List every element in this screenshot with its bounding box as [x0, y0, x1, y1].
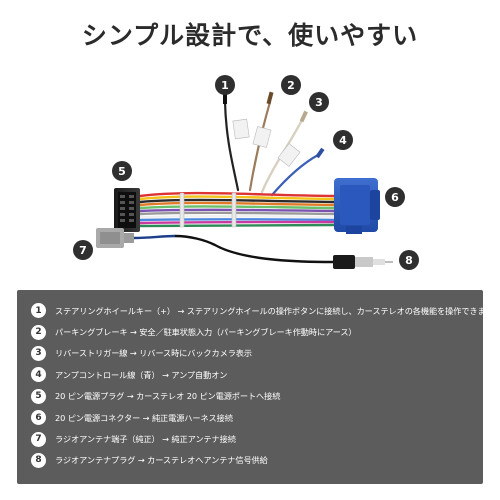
- 20-pin-power-plug: [114, 188, 140, 232]
- marker-1: 1: [215, 75, 235, 95]
- antenna-terminal-grey: [96, 228, 176, 248]
- legend-text: パーキングブレーキ → 安全／駐車状態入力（パーキングブレーキ作動時にアース）: [55, 327, 357, 338]
- wiring-harness-illustration: [96, 91, 393, 269]
- marker-8: 8: [399, 250, 419, 270]
- marker-3: 3: [309, 92, 329, 112]
- zip-ties: [179, 192, 237, 228]
- marker-7: 7: [73, 240, 93, 260]
- signal-wires: [173, 100, 335, 264]
- legend-number: 2: [31, 324, 46, 340]
- legend-item: 4 アンプコントロール線（青） → アンプ自動オン: [31, 364, 483, 385]
- legend-item: 5 20 ピン電源プラグ → カーステレオ 20 ピン電源ポートへ接続: [31, 386, 483, 407]
- legend-text: ラジオアンテナプラグ → カーステレオへアンテナ信号供給: [55, 455, 268, 466]
- wire-bundle: [138, 191, 337, 228]
- marker-5: 5: [112, 161, 132, 181]
- legend-item: 8 ラジオアンテナプラグ → カーステレオへアンテナ信号供給: [31, 450, 483, 471]
- antenna-plug: [333, 255, 393, 269]
- legend-panel: 1 ステアリングホイールキー（+） → ステアリングホイールの操作ボタンに接続し…: [17, 290, 494, 484]
- legend-number: 5: [31, 388, 46, 404]
- marker-6: 6: [385, 187, 405, 207]
- wire-tips: [223, 91, 325, 159]
- wire-tags: [232, 118, 301, 167]
- legend-text: リバーストリガー線 → リバース時にバックカメラ表示: [55, 348, 252, 359]
- legend-text: 20 ピン電源コネクター → 純正電源ハーネス接続: [55, 412, 233, 423]
- legend-text: アンプコントロール線（青） → アンプ自動オン: [55, 369, 228, 380]
- legend-item: 3 リバーストリガー線 → リバース時にバックカメラ表示: [31, 343, 483, 364]
- marker-4: 4: [333, 130, 353, 150]
- legend-item: 2 パーキングブレーキ → 安全／駐車状態入力（パーキングブレーキ作動時にアース…: [31, 321, 483, 342]
- legend-text: ステアリングホイールキー（+） → ステアリングホイールの操作ボタンに接続し、カ…: [55, 305, 494, 316]
- legend-item: 7 ラジオアンテナ端子（純正） → 純正アンテナ接続: [31, 428, 483, 449]
- legend-text: 20 ピン電源プラグ → カーステレオ 20 ピン電源ポートへ接続: [55, 391, 281, 402]
- 20-pin-blue-connector: [334, 178, 380, 234]
- legend-number: 7: [31, 431, 46, 447]
- legend-text: ラジオアンテナ端子（純正） → 純正アンテナ接続: [55, 434, 236, 445]
- legend-number: 3: [31, 345, 46, 361]
- legend-item: 1 ステアリングホイールキー（+） → ステアリングホイールの操作ボタンに接続し…: [31, 300, 494, 321]
- page-title: シンプル設計で、使いやすい: [81, 21, 419, 50]
- legend-number: 8: [31, 452, 46, 468]
- legend-number: 1: [31, 303, 46, 319]
- legend-number: 6: [31, 410, 46, 426]
- legend-item: 6 20 ピン電源コネクター → 純正電源ハーネス接続: [31, 407, 483, 428]
- legend-number: 4: [31, 367, 46, 383]
- marker-2: 2: [281, 75, 301, 95]
